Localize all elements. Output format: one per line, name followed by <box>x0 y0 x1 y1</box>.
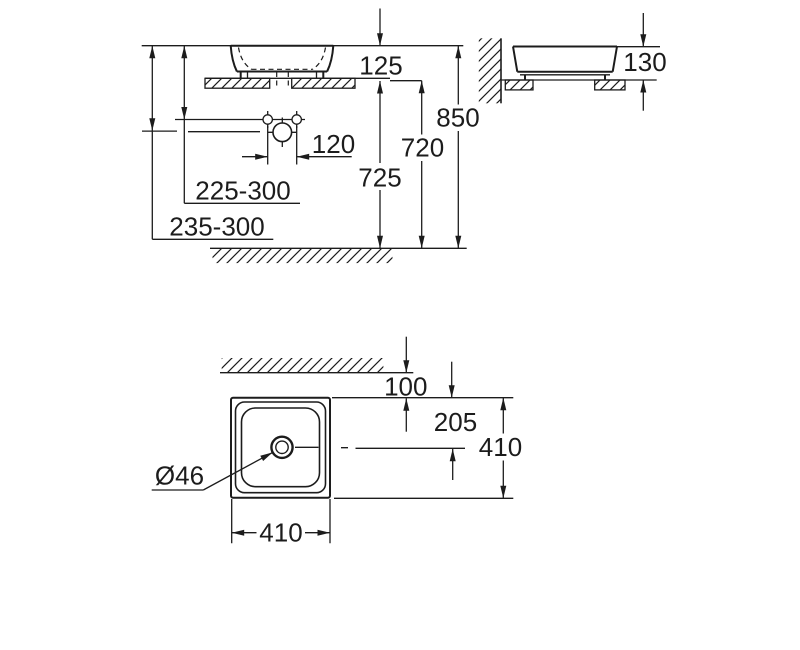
wall-section-plan <box>220 358 414 374</box>
floor-section <box>210 247 467 264</box>
basin-outer-square <box>230 396 331 499</box>
drain-centerline <box>295 446 465 449</box>
dim-410-width: 410 <box>231 518 330 548</box>
dim-130: 130 <box>617 13 667 111</box>
dim-label-410-depth: 410 <box>479 432 522 462</box>
dim-720: 720 <box>401 80 444 249</box>
tap-hole-right <box>291 114 303 125</box>
dim-label-o46: Ø46 <box>155 461 204 491</box>
dim-235-300-leader <box>151 130 274 240</box>
dim-850: 850 <box>436 45 480 249</box>
wall-hatch-plan <box>221 358 384 373</box>
floor-hatch <box>212 248 393 264</box>
wall-hatch <box>478 38 501 104</box>
side-elevation-view: 130 <box>478 13 667 111</box>
dim-label-205: 205 <box>434 407 477 437</box>
dim-label-120: 120 <box>312 129 355 159</box>
dim-225-300-leader <box>183 119 300 204</box>
dim-label-850: 850 <box>436 103 479 133</box>
basin-front-outline <box>229 44 335 79</box>
drain-hole-inner <box>275 440 289 455</box>
hidden-bowl-lines <box>237 47 327 88</box>
basin-inner-bowl <box>240 407 321 488</box>
dim-235-300: 235-300 <box>149 45 274 242</box>
counter-hatch-left <box>204 77 271 89</box>
dim-205: 205 <box>434 361 477 480</box>
dim-o46-leader <box>202 451 274 491</box>
tap-hole-left <box>262 114 274 125</box>
counter-hatch-side-left <box>504 79 534 91</box>
wall-section <box>478 38 502 104</box>
counter-hatch-right <box>291 77 356 89</box>
mixer-hole <box>272 122 293 143</box>
counter-hatch-side-right <box>594 79 626 91</box>
dim-125: 125 <box>359 8 403 81</box>
basin-foot-ticks <box>246 71 318 79</box>
dim-drain-diameter: Ø46 <box>151 451 274 491</box>
dim-label-225-300: 225-300 <box>195 176 290 206</box>
faucet-holes <box>142 111 305 147</box>
counter-section-front <box>204 77 422 89</box>
dim-label-720: 720 <box>401 133 444 163</box>
counter-section-side <box>501 79 657 91</box>
dim-label-235-300: 235-300 <box>169 212 264 242</box>
dim-label-410-width: 410 <box>259 518 302 548</box>
dim-label-130: 130 <box>623 47 666 77</box>
basin-plan-outline <box>230 396 465 499</box>
basin-middle-square <box>234 401 327 494</box>
dim-label-725: 725 <box>358 163 401 193</box>
plan-view: 100 205 410 410 Ø46 <box>151 336 522 548</box>
dim-410-depth: 410 <box>479 397 522 499</box>
front-elevation-view: 125 850 720 725 120 <box>141 8 480 264</box>
plan-extension-lines <box>231 397 514 544</box>
dim-100: 100 <box>384 336 427 432</box>
dim-label-125: 125 <box>359 51 402 81</box>
dim-label-100: 100 <box>384 372 427 402</box>
dim-225-300: 225-300 <box>181 45 300 206</box>
dim-725: 725 <box>358 81 402 249</box>
basin-side-outline <box>512 45 618 80</box>
dim-120: 120 <box>242 126 355 165</box>
